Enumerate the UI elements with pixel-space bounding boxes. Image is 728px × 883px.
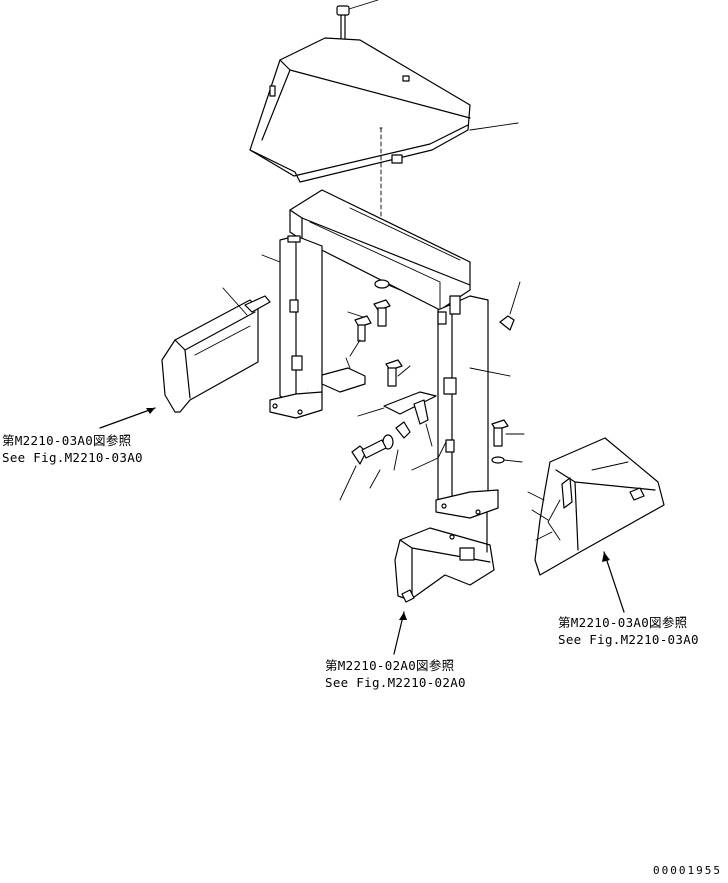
ref-label-left: 第M2210-03A0図参照 See Fig.M2210-03A0: [2, 432, 143, 466]
ref-label-bottom: 第M2210-02A0図参照 See Fig.M2210-02A0: [325, 657, 466, 691]
rops-frame: [261, 189, 511, 519]
left-side-cover: [99, 287, 271, 429]
drawing-number: 00001955: [653, 864, 722, 877]
mount-bracket: [393, 511, 495, 655]
ref-right-jp: 第M2210-03A0図参照: [558, 615, 688, 630]
side-cap: [499, 281, 521, 331]
roof-panel: [249, 37, 519, 183]
ref-bottom-en: See Fig.M2210-02A0: [325, 675, 466, 690]
ref-label-right: 第M2210-03A0図参照 See Fig.M2210-03A0: [558, 614, 699, 648]
floor-deck: [527, 437, 665, 613]
ref-bottom-jp: 第M2210-02A0図参照: [325, 658, 455, 673]
ref-right-en: See Fig.M2210-03A0: [558, 632, 699, 647]
ref-left-en: See Fig.M2210-03A0: [2, 450, 143, 465]
fasteners: [321, 279, 525, 501]
ref-left-jp: 第M2210-03A0図参照: [2, 433, 132, 448]
